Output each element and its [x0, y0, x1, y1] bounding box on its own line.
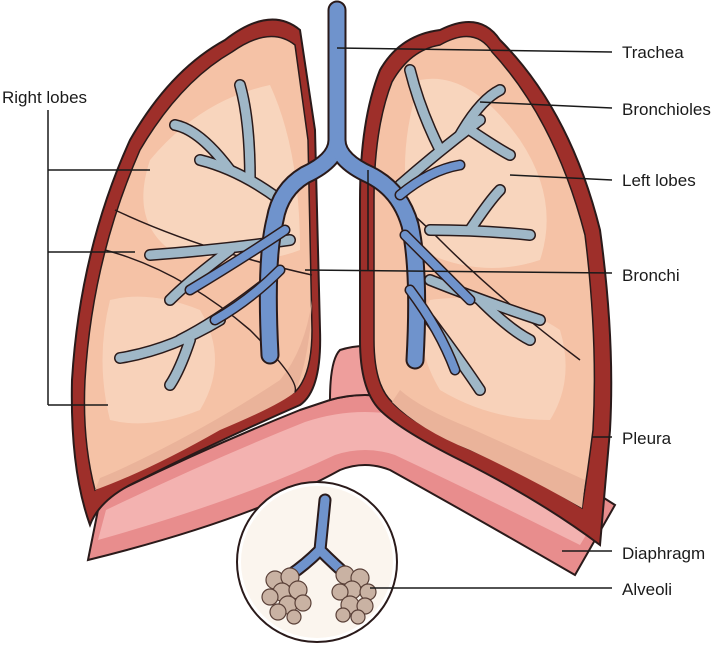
leader-right-lobes [47, 110, 150, 406]
label-bronchioles: Bronchioles [622, 100, 711, 119]
leader-bronchi [304, 170, 613, 274]
airway-tree [184, 0, 476, 376]
leader-lines [47, 47, 613, 589]
label-trachea: Trachea [622, 43, 684, 62]
label-left-lobes: Left lobes [622, 171, 696, 190]
oblique-fissure [104, 249, 297, 393]
label-diaphragm: Diaphragm [622, 544, 706, 563]
label-bronchi: Bronchi [622, 266, 680, 285]
label-alveoli: Alveoli [622, 580, 673, 599]
bronchioles [114, 64, 546, 396]
label-right-lobes: Right lobes [2, 88, 88, 107]
leader-left-lobes [509, 174, 613, 181]
alveoli-inset [236, 481, 398, 643]
leader-bronchioles [479, 101, 613, 109]
label-pleura: Pleura [622, 429, 672, 448]
leader-trachea [336, 47, 613, 53]
